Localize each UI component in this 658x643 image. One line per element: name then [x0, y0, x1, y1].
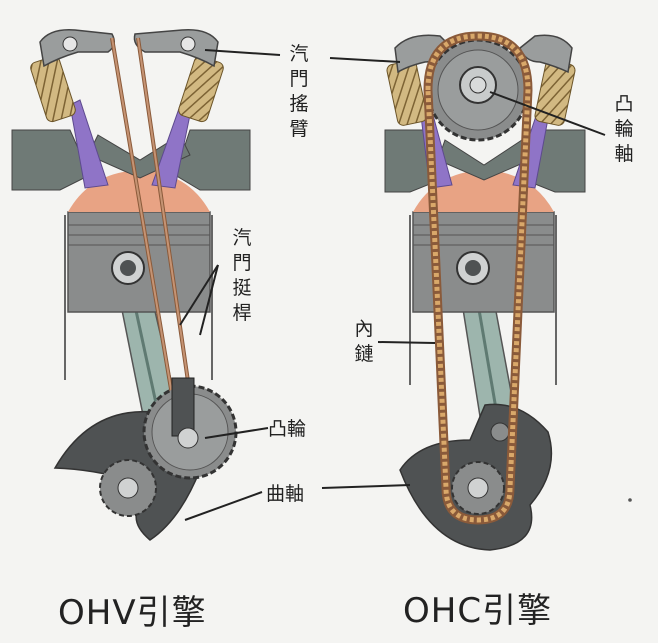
ohv-pushrods [110, 37, 192, 396]
ohv-piston [67, 211, 211, 313]
label-crankshaft-ohv: 曲軸 [266, 483, 305, 505]
stray-dot [628, 498, 632, 502]
ohv-crank-gear [99, 459, 157, 517]
ohc-valve-springs [386, 60, 576, 126]
ohv-leader-lines [179, 49, 281, 521]
ohc-rocker-arms [394, 34, 573, 74]
ohv-valve-springs [30, 55, 224, 123]
title-ohv: OHV引擎 [58, 593, 207, 633]
ohv-cylinder-head [11, 129, 251, 191]
ohc-leader-lines [321, 57, 606, 489]
ohv-rocker-arms [39, 29, 219, 68]
label-timing-chain: 內鏈 [354, 318, 374, 365]
ohc-crank-gear [451, 461, 505, 515]
label-pushrod: 汽門挺桿 [232, 227, 252, 324]
label-rocker-arm: 汽門搖臂 [289, 43, 309, 140]
ohv-engine [11, 29, 251, 541]
ohc-cam-gear [426, 38, 530, 142]
ohv-cam-gear [142, 377, 238, 480]
ohc-engine [384, 31, 586, 551]
label-camshaft-ohc: 凸輪軸 [614, 93, 634, 165]
label-camshaft-ohv: 凸輪 [268, 418, 307, 440]
title-ohc: OHC引擎 [403, 591, 553, 631]
